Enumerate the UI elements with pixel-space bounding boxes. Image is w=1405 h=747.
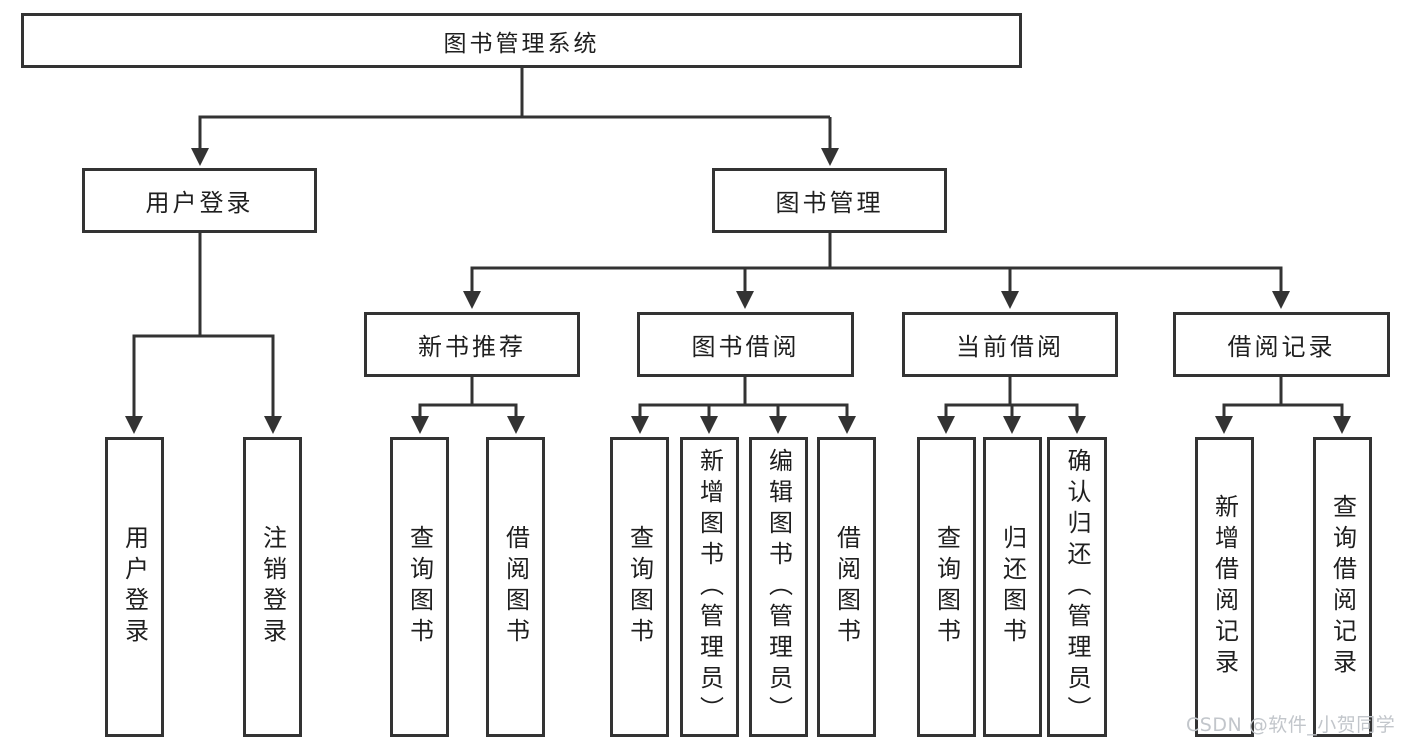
- leaf-borrow-books-recommend-label: 借阅图书: [501, 525, 530, 649]
- leaf-user-login: 用户登录: [105, 437, 164, 737]
- leaf-return-books-label: 归还图书: [998, 525, 1027, 649]
- leaf-edit-books-admin-label: 编辑图书（管理员）: [764, 447, 793, 727]
- leaf-borrow-books-recommend: 借阅图书: [486, 437, 545, 737]
- leaf-confirm-return-admin-label: 确认归还（管理员）: [1063, 447, 1091, 727]
- node-current-borrow: 当前借阅: [902, 312, 1118, 377]
- node-system-root: 图书管理系统: [21, 13, 1022, 68]
- leaf-add-books-admin: 新增图书（管理员）: [680, 437, 739, 737]
- leaf-query-books-recommend-label: 查询图书: [405, 525, 434, 649]
- leaf-add-borrow-record-label: 新增借阅记录: [1210, 494, 1239, 680]
- node-borrow-records: 借阅记录: [1173, 312, 1390, 377]
- leaf-query-borrow-record-label: 查询借阅记录: [1328, 494, 1357, 680]
- leaf-query-books-current: 查询图书: [917, 437, 976, 737]
- leaf-add-books-admin-label: 新增图书（管理员）: [695, 447, 724, 727]
- node-new-book-recommend: 新书推荐: [364, 312, 580, 377]
- leaf-query-books-current-label: 查询图书: [932, 525, 961, 649]
- watermark: CSDN @软件_小贺同学: [1186, 714, 1396, 736]
- leaf-user-login-label: 用户登录: [120, 525, 149, 649]
- node-book-management: 图书管理: [712, 168, 947, 233]
- leaf-edit-books-admin: 编辑图书（管理员）: [749, 437, 808, 737]
- leaf-add-borrow-record: 新增借阅记录: [1195, 437, 1254, 737]
- leaf-borrow-books: 借阅图书: [817, 437, 876, 737]
- node-book-borrow: 图书借阅: [637, 312, 854, 377]
- leaf-query-books-borrow: 查询图书: [610, 437, 669, 737]
- leaf-confirm-return-admin: 确认归还（管理员）: [1047, 437, 1107, 737]
- node-user-login: 用户登录: [82, 168, 317, 233]
- leaf-borrow-books-label: 借阅图书: [832, 525, 861, 649]
- leaf-return-books: 归还图书: [983, 437, 1042, 737]
- leaf-query-books-recommend: 查询图书: [390, 437, 449, 737]
- leaf-logout-login: 注销登录: [243, 437, 302, 737]
- leaf-logout-login-label: 注销登录: [258, 525, 287, 649]
- leaf-query-borrow-record: 查询借阅记录: [1313, 437, 1372, 737]
- leaf-query-books-borrow-label: 查询图书: [625, 525, 654, 649]
